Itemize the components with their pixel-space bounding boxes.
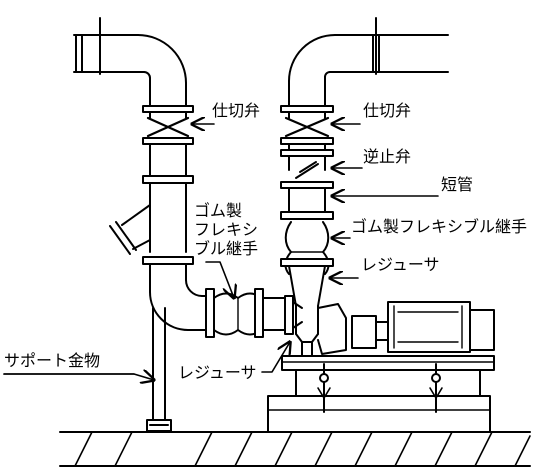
label-gate-valve-left: 仕切弁 <box>210 101 263 120</box>
leader-rubber-joint-left <box>205 261 234 298</box>
label-support: サポート金物 <box>2 351 103 370</box>
right-pipe-run <box>280 17 449 357</box>
label-rubber-joint-right: ゴム製フレキシブル継手 <box>349 217 530 236</box>
leader-support <box>3 374 154 380</box>
label-rubber-joint-left: ゴム製 フレキシ ブル継手 <box>194 201 259 258</box>
rubber-joint-horizontal <box>205 288 303 338</box>
label-reducer-bottom: レジューサ <box>176 363 259 382</box>
leader-reducer-bottom <box>261 342 290 373</box>
label-gate-valve-right: 仕切弁 <box>361 101 414 120</box>
pump-motor-unit <box>267 301 495 433</box>
label-check-valve: 逆止弁 <box>361 147 414 166</box>
leader-lines <box>3 124 439 380</box>
label-short-pipe: 短管 <box>439 175 476 194</box>
left-pipe-run <box>73 17 207 331</box>
support-bracket <box>146 307 172 432</box>
floor-slab <box>59 431 531 467</box>
label-reducer-right: レジューサ <box>359 255 442 274</box>
